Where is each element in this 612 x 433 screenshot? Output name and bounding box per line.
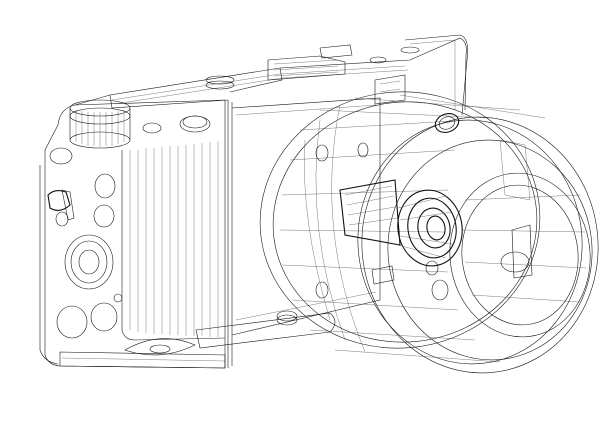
camera-body [39, 34, 468, 369]
camera-lens [259, 74, 599, 374]
